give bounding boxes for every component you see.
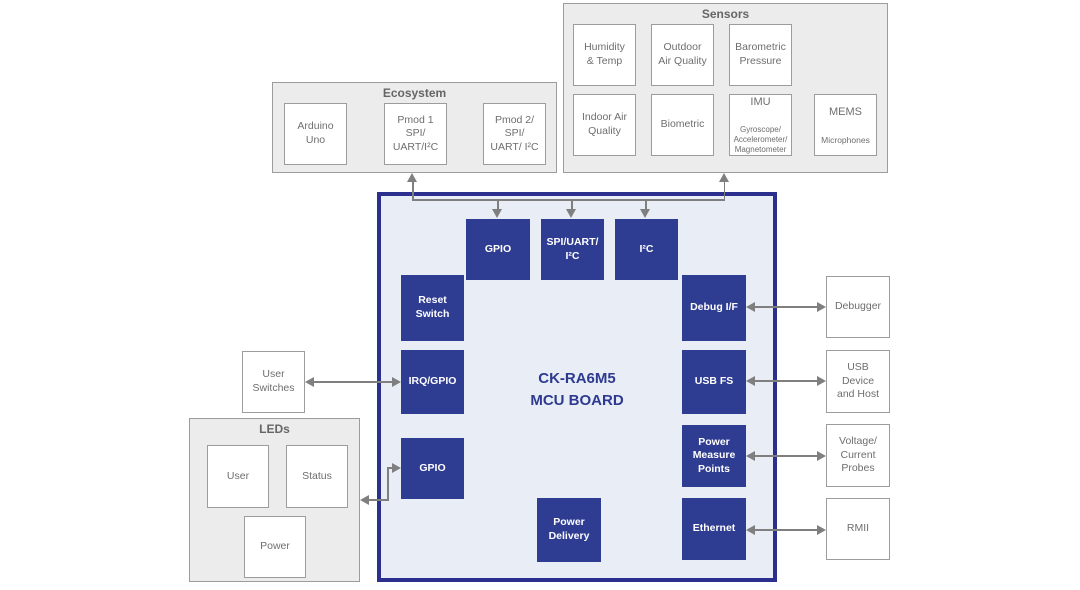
arrow-right-to-rmii-icon <box>817 525 826 535</box>
arrow-right-to-debugger-icon <box>817 302 826 312</box>
board-block-reset-switch: Reset Switch <box>401 275 464 341</box>
sensor-box-imu: IMU Gyroscope/ Accelerometer/ Magnetomet… <box>729 94 792 156</box>
ecosystem-group-title: Ecosystem <box>382 86 447 100</box>
sensor-box-indoor-air: Indoor Air Quality <box>573 94 636 156</box>
mcu-board: GPIO SPI/UART/ I²C I²C Reset Switch Debu… <box>377 192 777 582</box>
mems-label: MEMS <box>828 105 862 118</box>
board-block-i2c: I²C <box>615 219 678 280</box>
rmii-box: RMII <box>826 498 890 560</box>
led-box-status: Status <box>286 445 348 508</box>
probes-link-line <box>754 455 819 457</box>
arrow-up-to-ecosystem-icon <box>407 173 417 182</box>
spi-uart-stub-line <box>571 199 573 210</box>
board-block-spi-uart-i2c: SPI/UART/ I²C <box>541 219 604 280</box>
leds-elbow-bottom-line <box>368 499 389 501</box>
arrow-down-to-gpio-icon <box>492 209 502 218</box>
ecosystem-box-pmod2: Pmod 2/ SPI/ UART/ I²C <box>483 103 546 165</box>
board-block-usb-fs: USB FS <box>682 350 746 414</box>
ecosystem-box-pmod1: Pmod 1 SPI/ UART/I²C <box>384 103 447 165</box>
arrow-left-to-ethernet-icon <box>746 525 755 535</box>
sensor-box-mems: MEMS Microphones <box>814 94 877 156</box>
arrow-right-to-gpio-left-icon <box>392 463 401 473</box>
leds-group: LEDs User Status Power <box>189 418 360 582</box>
board-block-power-delivery: Power Delivery <box>537 498 601 562</box>
board-block-ethernet: Ethernet <box>682 498 746 560</box>
sensors-group-title: Sensors <box>701 7 750 21</box>
mems-sublabel: Microphones <box>821 134 870 145</box>
debugger-link-line <box>754 306 819 308</box>
sensor-box-biometric: Biometric <box>651 94 714 156</box>
sensors-group: Sensors Humidity & Temp Outdoor Air Qual… <box>563 3 888 173</box>
leds-elbow-vertical-line <box>387 467 389 500</box>
led-box-user: User <box>207 445 269 508</box>
arrow-left-to-debug-if-icon <box>746 302 755 312</box>
rmii-link-line <box>754 529 819 531</box>
i2c-stub-line <box>645 199 647 210</box>
arrow-up-to-sensors-icon <box>719 173 729 182</box>
arrow-left-to-leds-icon <box>360 495 369 505</box>
arrow-down-to-i2c-icon <box>640 209 650 218</box>
top-bus-line <box>412 199 725 201</box>
usb-device-host-box: USB Device and Host <box>826 350 890 413</box>
debugger-box: Debugger <box>826 276 890 338</box>
board-block-debug-if: Debug I/F <box>682 275 746 341</box>
gpio-stub-line <box>497 199 499 210</box>
board-block-power-measure: Power Measure Points <box>682 425 746 487</box>
arrow-left-to-usb-fs-icon <box>746 376 755 386</box>
sensor-box-outdoor-air: Outdoor Air Quality <box>651 24 714 86</box>
voltage-current-probes-box: Voltage/ Current Probes <box>826 424 890 487</box>
imu-sublabel: Gyroscope/ Accelerometer/ Magnetometer <box>733 124 788 154</box>
board-block-irq-gpio: IRQ/GPIO <box>401 350 464 414</box>
board-block-gpio-left: GPIO <box>401 438 464 499</box>
arrow-down-to-spi-uart-icon <box>566 209 576 218</box>
sensor-box-humidity-temp: Humidity & Temp <box>573 24 636 86</box>
ecosystem-stub-line <box>412 180 414 200</box>
sensor-box-barometric: Barometric Pressure <box>729 24 792 86</box>
arrow-right-to-irq-gpio-icon <box>392 377 401 387</box>
sensors-stub-line <box>723 180 725 200</box>
arrow-left-to-power-measure-icon <box>746 451 755 461</box>
ecosystem-group: Ecosystem Arduino Uno Pmod 1 SPI/ UART/I… <box>272 82 557 173</box>
board-title: CK-RA6M5 MCU BOARD <box>530 370 624 409</box>
user-switches-box: User Switches <box>242 351 305 413</box>
leds-elbow-top-line <box>387 467 394 469</box>
arrow-left-to-user-switches-icon <box>305 377 314 387</box>
arrow-right-to-probes-icon <box>817 451 826 461</box>
board-block-gpio-top: GPIO <box>466 219 530 280</box>
usb-link-line <box>754 380 819 382</box>
arrow-right-to-usb-device-icon <box>817 376 826 386</box>
led-box-power: Power <box>244 516 306 578</box>
leds-group-title: LEDs <box>259 422 290 436</box>
user-switches-link-line <box>313 381 393 383</box>
imu-label: IMU <box>750 96 771 109</box>
ecosystem-box-arduino-uno: Arduino Uno <box>284 103 347 165</box>
